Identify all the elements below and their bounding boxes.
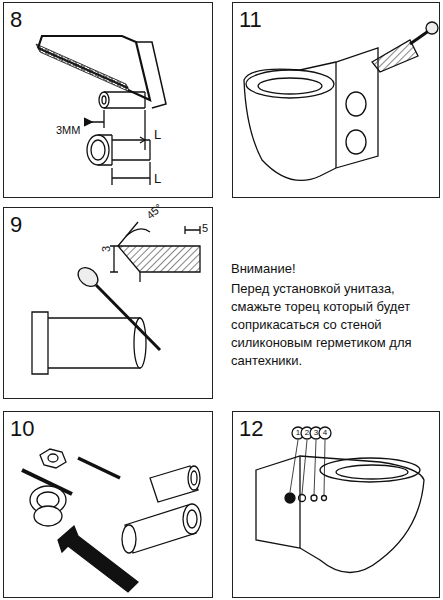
step-number: 10 — [10, 418, 34, 440]
callout-number: 2 — [305, 429, 309, 438]
dimension: 5 — [202, 222, 208, 234]
step-number: 8 — [10, 9, 22, 31]
callout-number: 4 — [323, 429, 327, 438]
dimension: 3MM — [56, 124, 80, 136]
dimension: L — [154, 128, 161, 142]
warning-title: Внимание! — [231, 262, 296, 276]
step-panel: 10 — [3, 411, 213, 598]
step-number: 11 — [239, 9, 262, 31]
step-number: 9 — [10, 214, 22, 236]
dimension: 3 — [100, 246, 112, 252]
angle: 45° — [144, 201, 165, 221]
callout-number: 1 — [296, 429, 300, 438]
step-panel: 8 — [3, 2, 213, 198]
dimension: L — [154, 172, 161, 186]
step-number: 12 — [239, 418, 263, 440]
callout-number: 3 — [314, 429, 318, 438]
step-panel: 12 — [232, 411, 440, 598]
step-panel: 11 — [232, 2, 440, 198]
step-panel: 9 — [3, 207, 213, 399]
warning-note: Перед установкой унитаза, смажьте торец … — [231, 280, 438, 370]
